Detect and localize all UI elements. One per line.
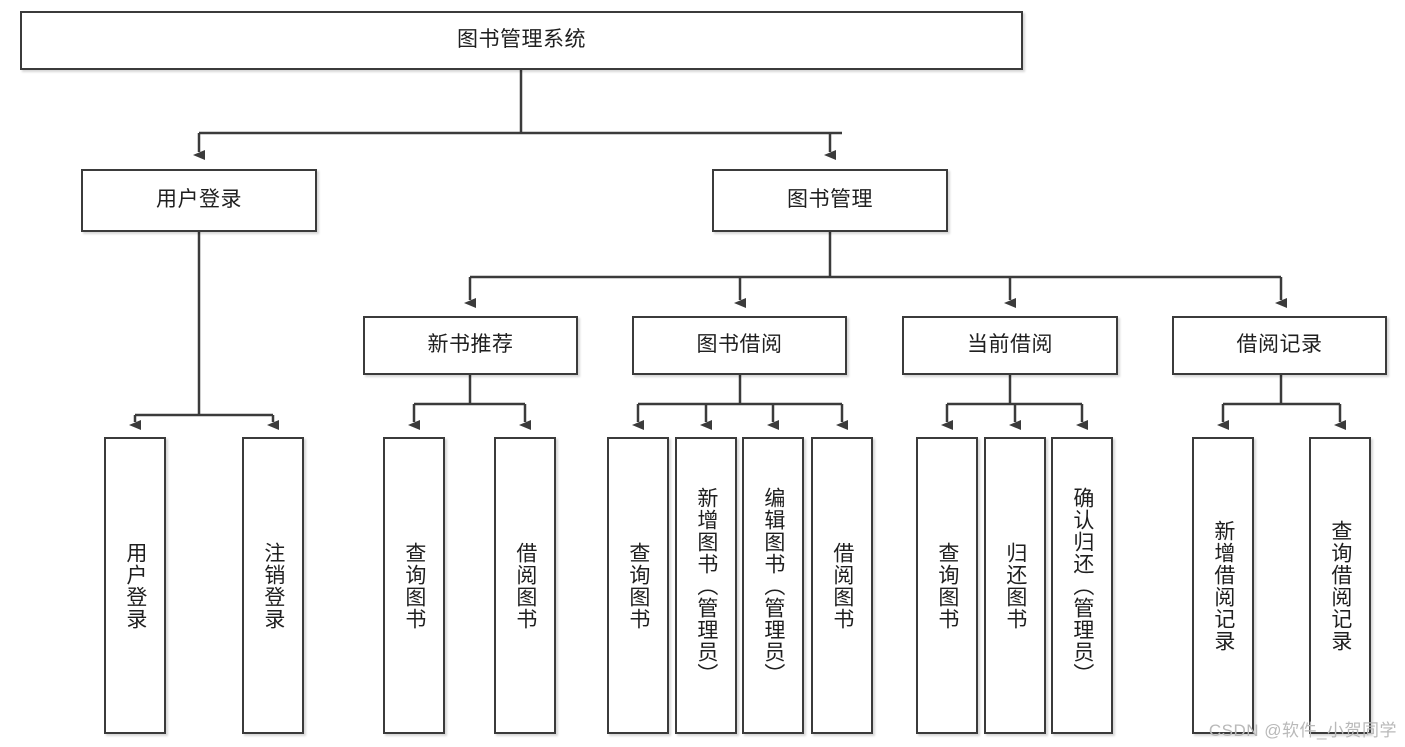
node-current-borrow[interactable]: 当前借阅 [902, 316, 1118, 375]
leaf-add-book-admin[interactable]: 新增图书（管理员） [675, 437, 737, 734]
leaf-return-book-label: 归还图书 [1003, 541, 1027, 630]
leaf-return-book[interactable]: 归还图书 [984, 437, 1046, 734]
leaf-query-book-current-label: 查询图书 [935, 541, 959, 630]
node-borrow-record[interactable]: 借阅记录 [1172, 316, 1387, 375]
leaf-query-book-borrow-label: 查询图书 [626, 541, 650, 630]
leaf-query-book-new[interactable]: 查询图书 [383, 437, 445, 734]
node-new-book-recommend-label: 新书推荐 [427, 333, 514, 357]
leaf-borrow-book[interactable]: 借阅图书 [811, 437, 873, 734]
leaf-confirm-return-admin-label: 确认归还（管理员） [1070, 486, 1094, 685]
node-book-borrow[interactable]: 图书借阅 [632, 316, 847, 375]
leaf-confirm-return-admin[interactable]: 确认归还（管理员） [1051, 437, 1113, 734]
leaf-edit-book-admin[interactable]: 编辑图书（管理员） [742, 437, 804, 734]
leaf-query-book-borrow[interactable]: 查询图书 [607, 437, 669, 734]
leaf-query-book-new-label: 查询图书 [402, 541, 426, 630]
node-user-login-label: 用户登录 [156, 188, 242, 212]
leaf-logout-label: 注销登录 [261, 541, 285, 630]
leaf-query-borrow-record-label: 查询借阅记录 [1328, 519, 1352, 652]
leaf-user-login-label: 用户登录 [123, 541, 147, 630]
leaf-query-borrow-record[interactable]: 查询借阅记录 [1309, 437, 1371, 734]
leaf-add-book-admin-label: 新增图书（管理员） [694, 486, 718, 685]
leaf-borrow-book-new[interactable]: 借阅图书 [494, 437, 556, 734]
leaf-edit-book-admin-label: 编辑图书（管理员） [761, 486, 785, 685]
node-new-book-recommend[interactable]: 新书推荐 [363, 316, 578, 375]
node-current-borrow-label: 当前借阅 [967, 333, 1053, 357]
leaf-borrow-book-label: 借阅图书 [830, 541, 854, 630]
leaf-add-borrow-record[interactable]: 新增借阅记录 [1192, 437, 1254, 734]
csdn-watermark: CSDN @软件_小贺同学 [1208, 721, 1397, 740]
leaf-query-book-current[interactable]: 查询图书 [916, 437, 978, 734]
leaf-logout[interactable]: 注销登录 [242, 437, 304, 734]
node-book-manage-label: 图书管理 [787, 188, 873, 212]
node-book-borrow-label: 图书借阅 [696, 333, 783, 357]
leaf-borrow-book-new-label: 借阅图书 [513, 541, 537, 630]
node-book-manage[interactable]: 图书管理 [712, 169, 948, 232]
node-root-label: 图书管理系统 [457, 28, 586, 52]
node-user-login[interactable]: 用户登录 [81, 169, 317, 232]
node-root[interactable]: 图书管理系统 [20, 11, 1023, 70]
node-borrow-record-label: 借阅记录 [1236, 333, 1323, 357]
leaf-add-borrow-record-label: 新增借阅记录 [1211, 519, 1235, 652]
leaf-user-login[interactable]: 用户登录 [104, 437, 166, 734]
